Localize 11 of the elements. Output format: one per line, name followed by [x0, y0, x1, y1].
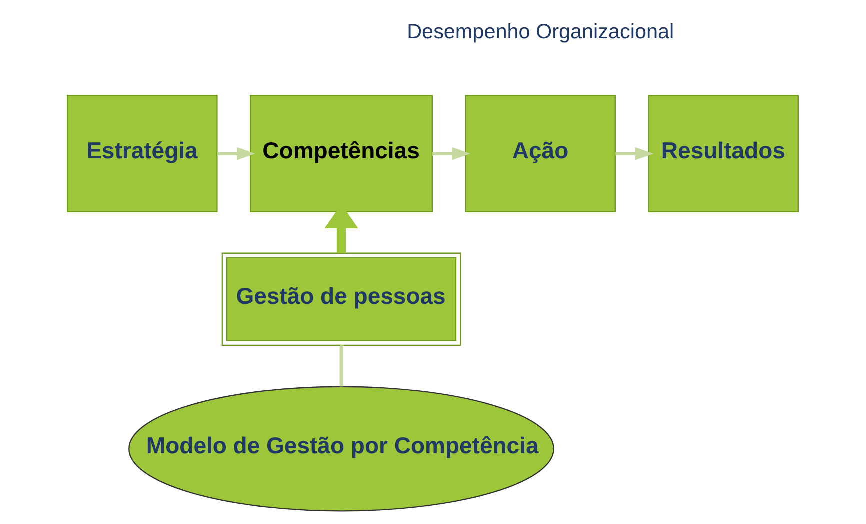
arrow	[616, 147, 654, 160]
node-box: Ação	[465, 95, 616, 213]
node-box: Gestão de pessoas	[222, 252, 462, 346]
label: Desempenho Organizacional	[407, 20, 674, 44]
connector	[340, 346, 344, 387]
node-ellipse: Modelo de Gestão por Competência	[128, 386, 554, 512]
arrow	[432, 147, 471, 160]
node-box: Competências	[250, 95, 433, 213]
node-box: Resultados	[648, 95, 799, 213]
arrow	[217, 147, 256, 160]
node-box: Estratégia	[67, 95, 218, 213]
